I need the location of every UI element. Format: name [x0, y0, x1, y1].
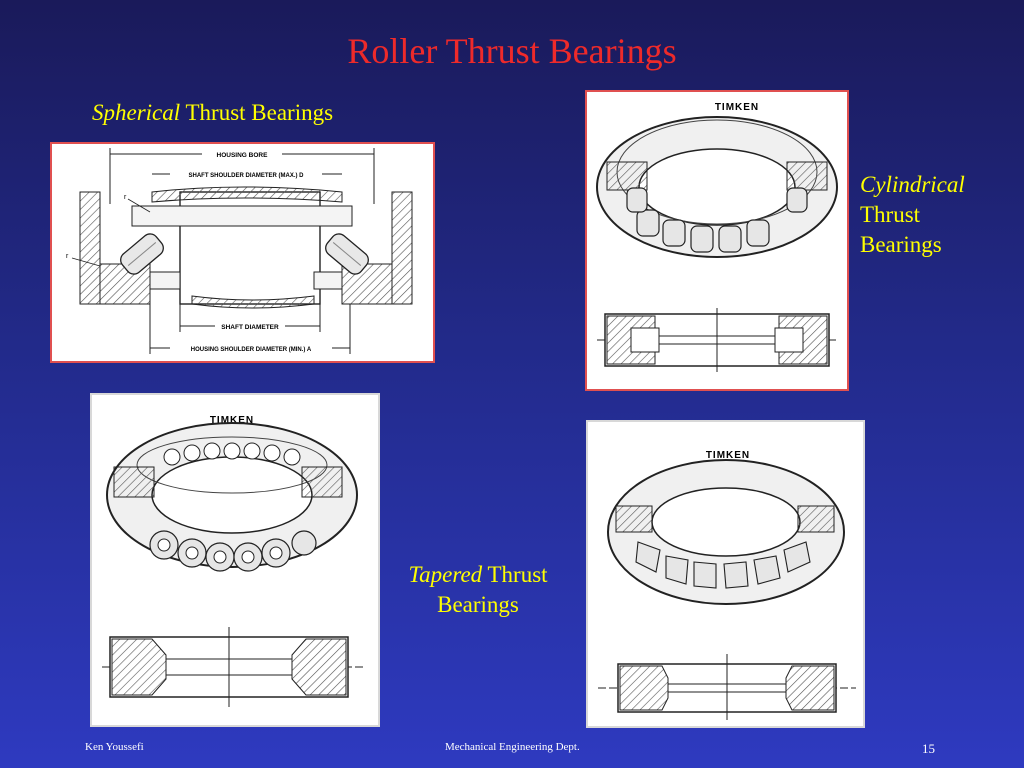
tapered-bearing-svg: TIMKEN	[598, 450, 856, 720]
timken-logo-2: TIMKEN	[210, 415, 254, 426]
spherical-caption-italic: Spherical	[92, 100, 181, 125]
r-label-2: r	[66, 253, 69, 260]
tapered-bearing-drawing: TIMKEN	[586, 420, 865, 728]
cylindrical-caption-line3: Bearings	[860, 232, 942, 257]
cylindrical-bearing-drawing: TIMKEN	[585, 90, 849, 391]
footer-author: Ken Youssefi	[85, 741, 144, 753]
spherical-roller-drawing: TIMKEN	[90, 393, 380, 727]
footer-page-number: 15	[922, 741, 935, 756]
housing-bore-label: HOUSING BORE	[217, 152, 269, 159]
tapered-caption: Tapered Thrust Bearings	[398, 560, 558, 620]
shaft-diameter-label: SHAFT DIAMETER	[221, 324, 279, 331]
housing-shoulder-label: HOUSING SHOULDER DIAMETER (MIN.) A	[191, 347, 312, 353]
cylindrical-caption-italic: Cylindrical	[860, 172, 965, 197]
timken-logo-3: TIMKEN	[706, 450, 750, 461]
spherical-roller-svg: TIMKEN	[102, 415, 364, 707]
spherical-bearing-svg: HOUSING BORE SHAFT SHOULDER DIAMETER (MA…	[66, 148, 413, 354]
cylindrical-bearing-svg: TIMKEN	[596, 102, 838, 372]
spherical-bearing-drawing: HOUSING BORE SHAFT SHOULDER DIAMETER (MA…	[50, 142, 435, 363]
spherical-caption-rest: Thrust Bearings	[180, 100, 334, 125]
r-label-1: r	[124, 194, 127, 201]
tapered-caption-line2: Bearings	[437, 592, 519, 617]
shaft-shoulder-label: SHAFT SHOULDER DIAMETER (MAX.) D	[189, 173, 305, 179]
cylindrical-caption: Cylindrical Thrust Bearings	[860, 170, 965, 260]
slide-title: Roller Thrust Bearings	[347, 31, 677, 71]
tapered-caption-rest: Thrust	[482, 562, 548, 587]
tapered-caption-italic: Tapered	[408, 562, 483, 587]
spherical-caption: Spherical Thrust Bearings	[92, 98, 333, 128]
timken-logo-1: TIMKEN	[715, 102, 759, 113]
cylindrical-caption-line2: Thrust	[860, 202, 921, 227]
footer-dept: Mechanical Engineering Dept.	[445, 741, 580, 753]
